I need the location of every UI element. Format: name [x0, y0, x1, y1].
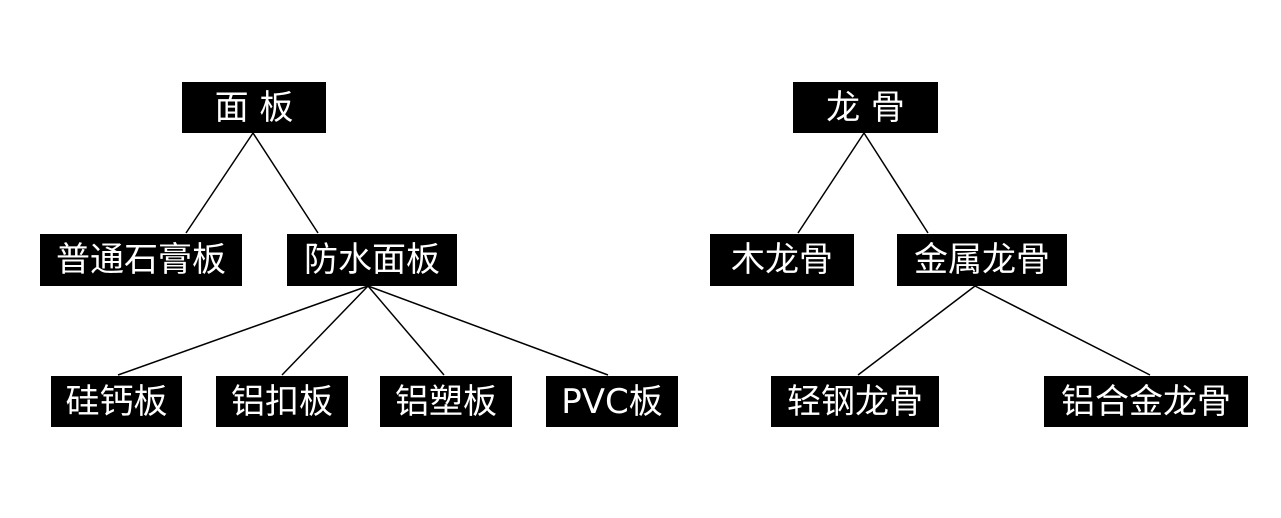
node-panel-root: 面 板 [182, 82, 326, 133]
node-calcium-silicate-board: 硅钙板 [51, 376, 182, 427]
node-keel-root: 龙 骨 [793, 82, 938, 133]
edge-metal-to-light-steel [857, 285, 976, 376]
node-aluminum-plastic-board: 铝塑板 [380, 376, 512, 427]
edge-panel-to-waterproof [252, 132, 319, 234]
edge-waterproof-to-aluminum-plastic [367, 285, 445, 376]
node-aluminum-gusset-board: 铝扣板 [216, 376, 348, 427]
edge-waterproof-to-aluminum-gusset [281, 285, 369, 376]
node-waterproof-panel: 防水面板 [287, 234, 457, 286]
edge-waterproof-to-pvc [367, 285, 609, 376]
edge-panel-to-gypsum [185, 132, 254, 234]
edge-metal-to-aluminum-alloy [974, 285, 1151, 376]
node-aluminum-alloy-keel: 铝合金龙骨 [1044, 376, 1248, 427]
node-wood-keel: 木龙骨 [710, 234, 854, 286]
node-pvc-board: PVC板 [546, 376, 678, 427]
node-metal-keel: 金属龙骨 [897, 234, 1067, 286]
node-ordinary-gypsum-board: 普通石膏板 [40, 234, 242, 286]
node-light-steel-keel: 轻钢龙骨 [771, 376, 939, 427]
edge-waterproof-to-calcium-silicate [117, 285, 369, 376]
edge-keel-to-metal [863, 132, 929, 234]
edge-keel-to-wood [797, 132, 865, 234]
